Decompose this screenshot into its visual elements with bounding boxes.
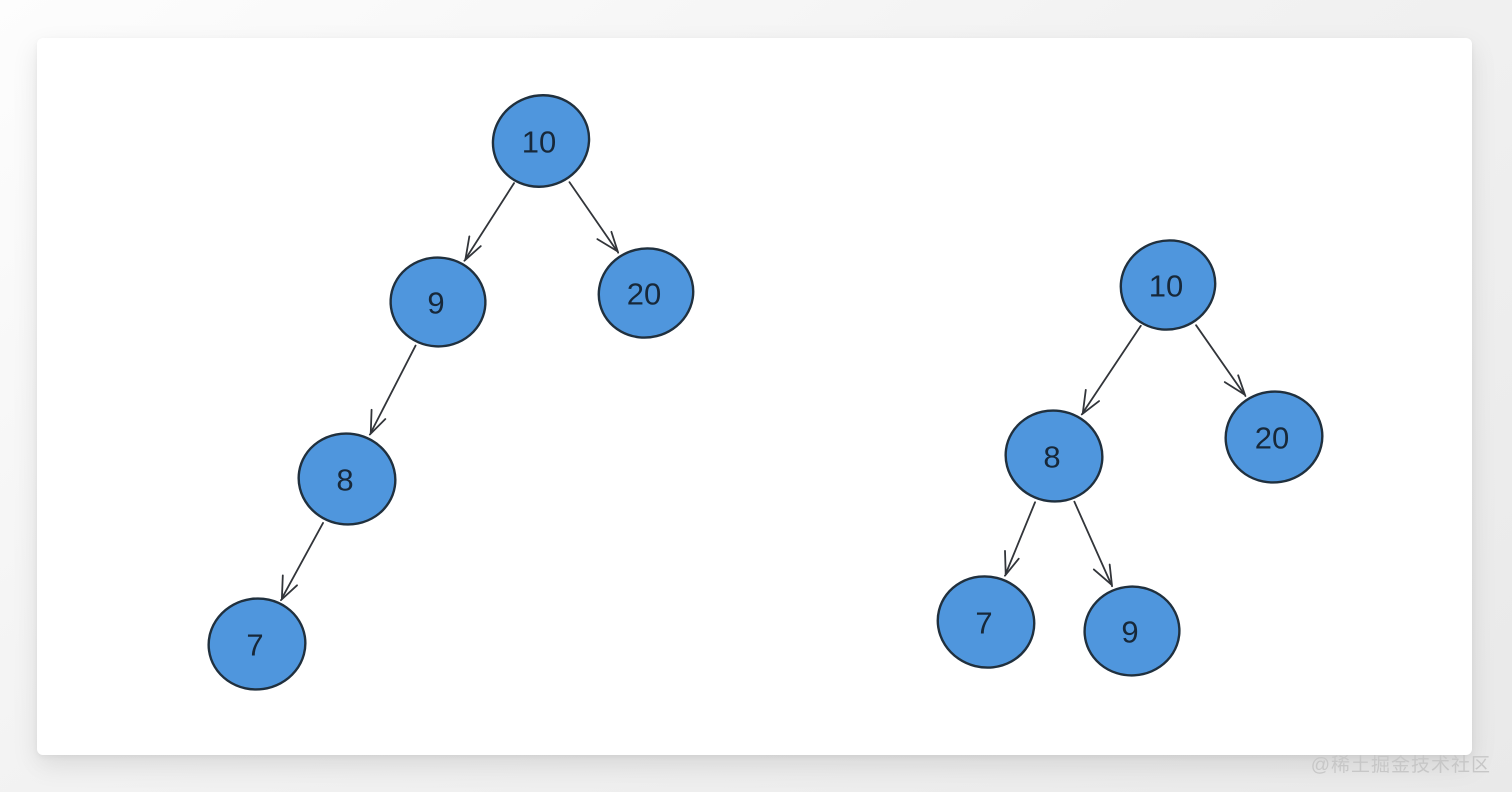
tree-node: 8 (1004, 409, 1104, 503)
tree-node: 10 (491, 94, 591, 188)
edge-arrow (1073, 500, 1113, 588)
tree-node: 10 (1119, 239, 1217, 331)
tree-node: 20 (597, 247, 695, 339)
tree-node: 9 (1083, 585, 1181, 677)
node-label: 8 (1043, 440, 1060, 475)
tree-node: 7 (207, 597, 307, 691)
tree-node: 7 (936, 575, 1036, 669)
tree-node: 9 (389, 256, 487, 348)
node-label: 8 (336, 463, 353, 498)
edge-arrow (463, 182, 515, 262)
edge-arrow (1004, 501, 1036, 577)
tree-unbalanced-bst: 10 9 20 8 7 (207, 94, 695, 691)
node-label: 7 (246, 628, 263, 663)
tree-node: 8 (297, 432, 397, 526)
node-label: 9 (427, 286, 444, 321)
edge-arrow (280, 521, 324, 602)
node-label: 9 (1121, 615, 1138, 650)
node-label: 7 (975, 606, 992, 641)
node-label: 10 (1149, 269, 1183, 304)
tree-balanced-bst: 10 8 20 7 9 (936, 239, 1324, 677)
watermark: @稀土掘金技术社区 (1310, 755, 1491, 776)
edge-arrow (1080, 324, 1142, 416)
node-label: 20 (1255, 421, 1289, 456)
tree-node: 20 (1224, 390, 1324, 484)
node-label: 10 (522, 125, 556, 160)
edge-arrow (368, 344, 417, 436)
edge-arrow (1195, 324, 1247, 397)
edge-arrow (568, 181, 620, 254)
node-label: 20 (627, 277, 661, 312)
